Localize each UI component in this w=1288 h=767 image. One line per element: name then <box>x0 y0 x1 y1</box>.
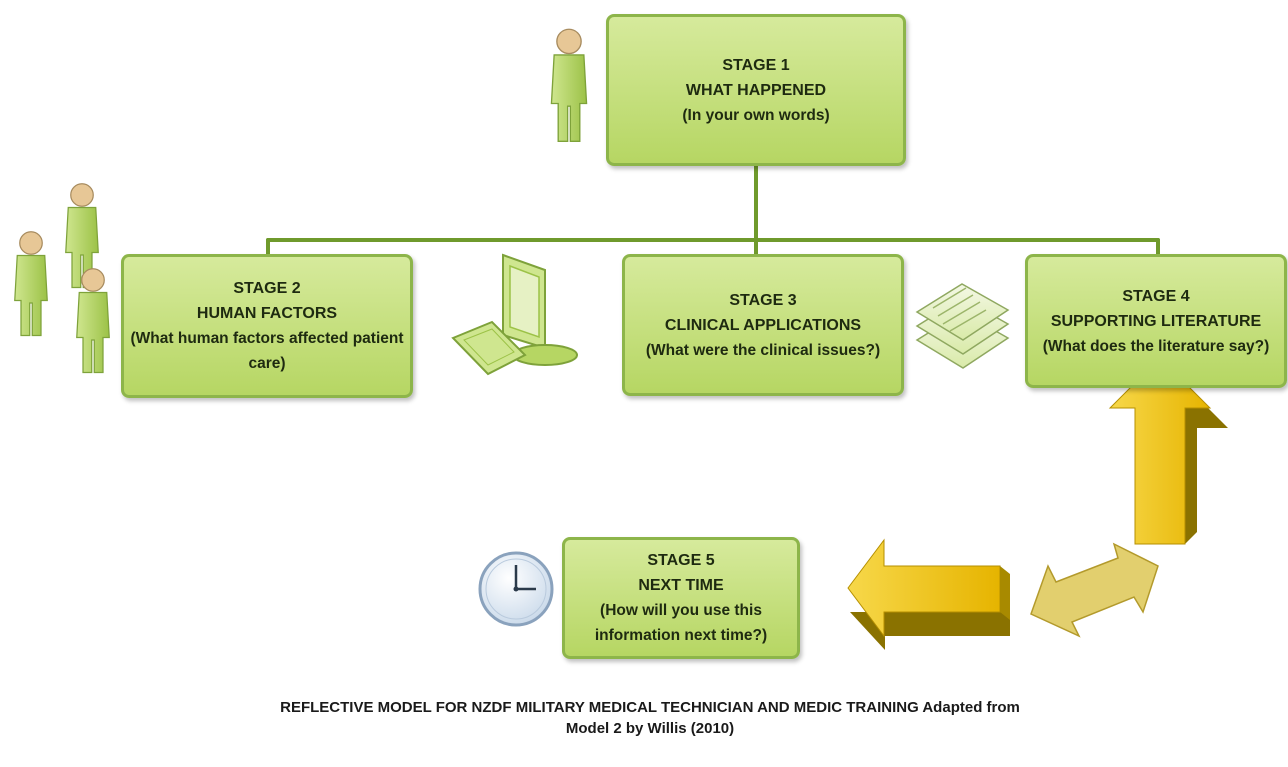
stage-3-heading: CLINICAL APPLICATIONS <box>664 316 862 334</box>
double-arrow-icon <box>1030 542 1159 638</box>
documents-icon <box>915 283 1010 369</box>
computer-icon <box>451 253 578 376</box>
stage-4-title: STAGE 4 <box>1122 287 1190 305</box>
stage-2-heading: HUMAN FACTORS <box>196 305 338 322</box>
clock-icon <box>478 551 554 627</box>
stage-5-box: STAGE 5 NEXT TIME (How will you use this… <box>562 537 800 659</box>
people-group-icon <box>14 183 110 374</box>
connector-lines <box>266 164 1160 256</box>
stage-2-title: STAGE 2 <box>233 280 301 297</box>
figure-caption: REFLECTIVE MODEL FOR NZDF MILITARY MEDIC… <box>200 697 1100 739</box>
stage-3-description: (What were the clinical issues?) <box>645 341 881 359</box>
stage-4-description: (What does the literature say?) <box>1042 337 1270 355</box>
arrow-left-icon <box>847 538 1010 650</box>
stage-3-title: STAGE 3 <box>729 291 797 309</box>
stage-5-title: STAGE 5 <box>647 552 715 569</box>
stage-2-description: (What human factors affected patient car… <box>130 330 404 372</box>
stage-3-box: STAGE 3 CLINICAL APPLICATIONS (What were… <box>622 254 904 396</box>
stage-1-box: STAGE 1 WHAT HAPPENED (In your own words… <box>606 14 906 166</box>
stage-4-box: STAGE 4 SUPPORTING LITERATURE (What does… <box>1025 254 1287 388</box>
stage-1-heading: WHAT HAPPENED <box>685 81 827 99</box>
stage-1-title: STAGE 1 <box>722 56 790 74</box>
stage-5-heading: NEXT TIME <box>638 577 724 594</box>
stage-1-description: (In your own words) <box>682 106 830 124</box>
person-icon <box>550 28 588 142</box>
stage-5-description: (How will you use this information next … <box>594 602 768 644</box>
caption-line-1: REFLECTIVE MODEL FOR NZDF MILITARY MEDIC… <box>280 699 1020 716</box>
caption-line-2: Model 2 by Willis (2010) <box>565 720 735 737</box>
stage-2-box: STAGE 2 HUMAN FACTORS (What human factor… <box>121 254 413 398</box>
stage-4-heading: SUPPORTING LITERATURE <box>1050 312 1262 330</box>
